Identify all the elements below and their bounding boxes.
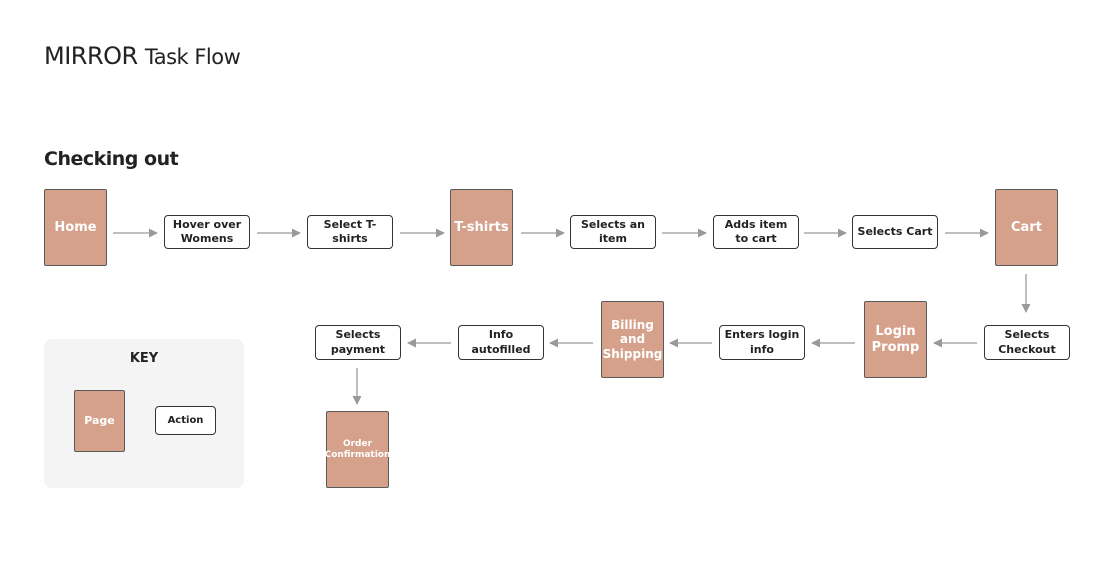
legend-page-sample: Page — [74, 390, 125, 452]
node-label: Selects payment — [330, 328, 386, 356]
title-text: Task Flow — [144, 45, 241, 69]
node-label: Selects an item — [580, 217, 646, 245]
legend-key: KEY Page Action — [44, 339, 244, 488]
action-node-select-tshirts: Select T-shirts — [307, 215, 393, 249]
legend-action-label: Action — [167, 415, 204, 426]
node-label: Hover over Womens — [172, 217, 242, 245]
action-node-adds-item: Adds item to cart — [713, 215, 799, 249]
action-node-selects-item: Selects an item — [570, 215, 656, 249]
action-node-selects-cart: Selects Cart — [852, 215, 938, 249]
node-label: Info autofilled — [471, 328, 531, 356]
action-node-hover-womens: Hover over Womens — [164, 215, 250, 249]
node-label: Login Promp — [871, 323, 920, 355]
action-node-enters-login: Enters login info — [719, 325, 805, 360]
node-label: T-shirts — [454, 219, 509, 235]
page-node-login-prompt: Login Promp — [864, 301, 927, 378]
page-node-home: Home — [44, 189, 107, 266]
action-node-selects-checkout: Selects Checkout — [984, 325, 1070, 360]
node-label: Home — [54, 219, 97, 235]
node-label: Select T-shirts — [323, 217, 377, 245]
node-label: Enters login info — [724, 328, 800, 356]
node-label: Order Confirmation — [324, 438, 391, 460]
page-node-tshirts: T-shirts — [450, 189, 513, 266]
action-node-info-autofilled: Info autofilled — [458, 325, 544, 360]
action-node-selects-payment: Selects payment — [315, 325, 401, 360]
brand-name: MIRROR — [44, 42, 138, 70]
section-title: Checking out — [44, 148, 179, 170]
node-label: Selects Checkout — [998, 328, 1056, 356]
node-label: Billing and Shipping — [602, 317, 663, 361]
page-node-order-confirmation: Order Confirmation — [324, 411, 391, 488]
node-label: Adds item to cart — [724, 217, 788, 245]
legend-action-sample: Action — [155, 406, 216, 435]
legend-page-label: Page — [84, 414, 115, 428]
page-node-cart: Cart — [995, 189, 1058, 266]
node-label: Cart — [1011, 219, 1042, 235]
page-node-billing-shipping: Billing and Shipping — [601, 301, 664, 378]
diagram-title: MIRROR Task Flow — [44, 42, 241, 70]
node-label: Selects Cart — [857, 224, 933, 238]
legend-title: KEY — [129, 351, 159, 366]
